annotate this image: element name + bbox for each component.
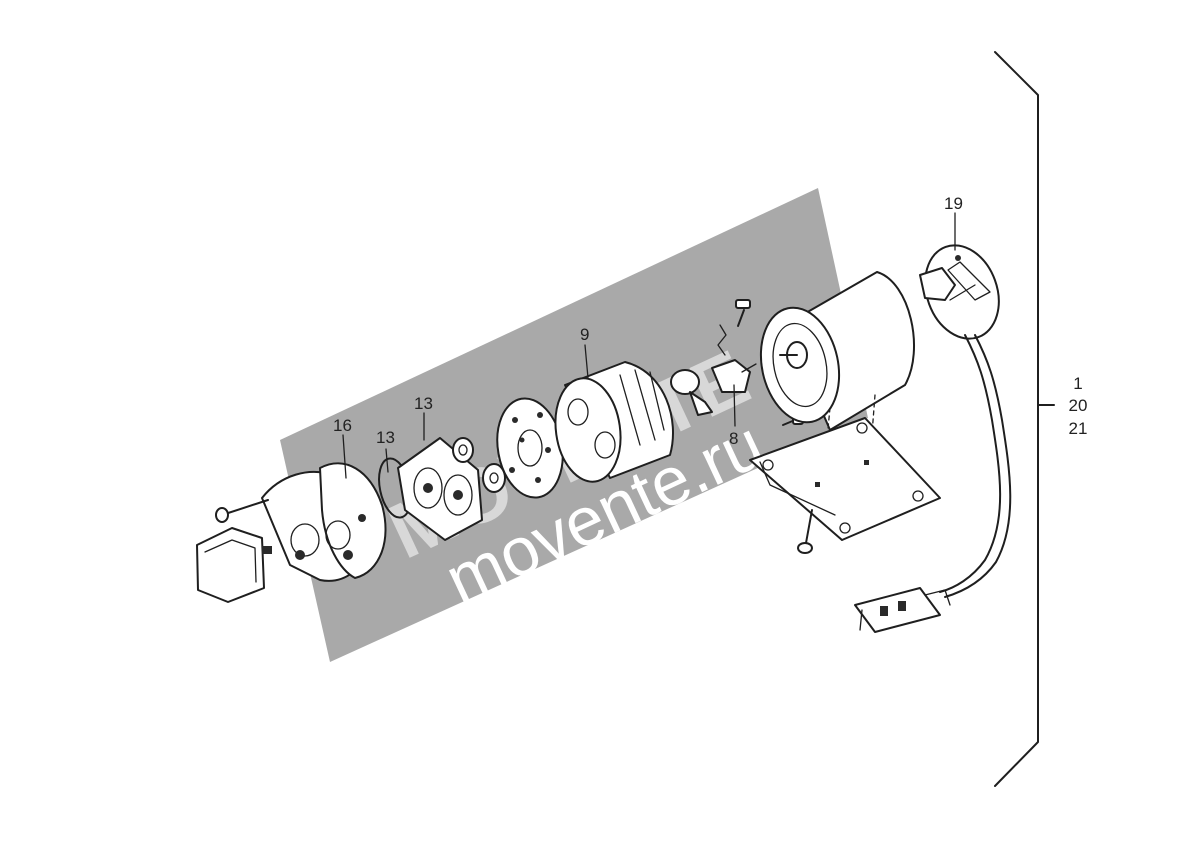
part-label-8: 8: [729, 429, 738, 448]
rear-housing: [196, 462, 387, 603]
brush-spring-assembly: [670, 324, 757, 416]
part-label-13-plate: 13: [414, 394, 433, 413]
part-label-9: 9: [580, 325, 589, 344]
part-label-19: 19: [944, 194, 963, 213]
housing-bolt: [215, 499, 269, 523]
leader-lines: [342, 212, 956, 479]
group-labels: 1 20 21: [1069, 374, 1088, 438]
motor-stator-can: [759, 271, 916, 471]
group-label-1: 1: [1073, 374, 1082, 393]
bracket-screw: [797, 509, 813, 554]
cable-connector: [854, 587, 951, 633]
part-labels: 16 13 13 9 8 19: [333, 194, 963, 448]
brush-holder-plate: [397, 437, 483, 541]
armature: [554, 361, 674, 483]
group-label-20: 20: [1069, 396, 1088, 415]
group-bracket: [994, 51, 1055, 787]
washers: [452, 437, 506, 493]
part-label-13-o-ring: 13: [376, 428, 395, 447]
sensor-disc: [919, 244, 1000, 340]
sensor-cable: [939, 334, 1012, 598]
group-label-21: 21: [1069, 419, 1088, 438]
part-label-16: 16: [333, 416, 352, 435]
